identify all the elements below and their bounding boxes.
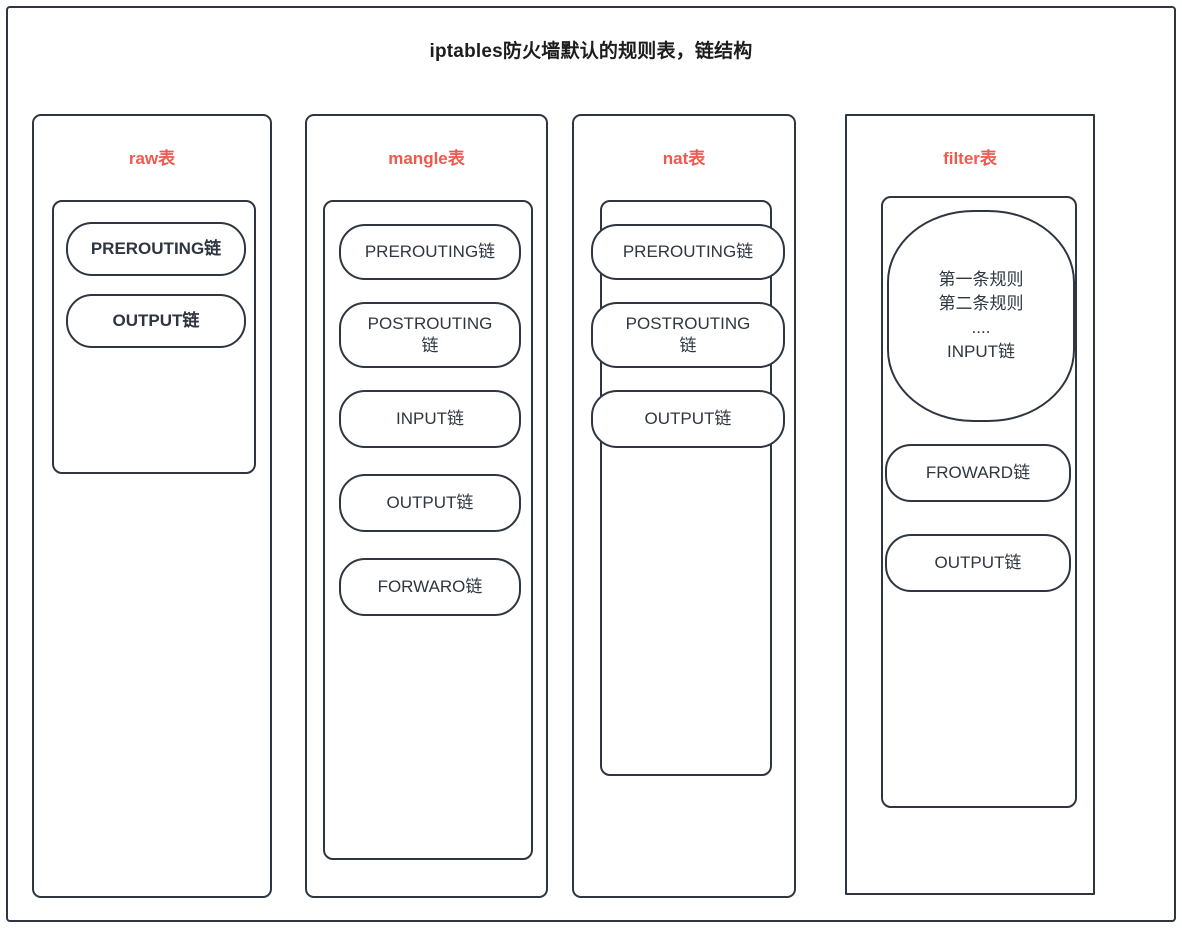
page-title: iptables防火墙默认的规则表，链结构 <box>429 41 753 62</box>
table-label-filter: filter表 <box>943 149 997 168</box>
table-column-mangle: mangle表 PREROUTING链 POSTROUTING 链 INPUT链… <box>305 114 548 898</box>
chain-nat-output[interactable]: OUTPUT链 <box>591 390 785 448</box>
chain-nat-postrouting[interactable]: POSTROUTING 链 <box>591 302 785 368</box>
table-label-mangle: mangle表 <box>388 149 465 168</box>
chain-mangle-input[interactable]: INPUT链 <box>339 390 521 448</box>
table-column-filter: filter表 第一条规则 第二条规则 .... INPUT链 FROWARD链… <box>845 114 1095 895</box>
chain-container-filter: 第一条规则 第二条规则 .... INPUT链 FROWARD链 OUTPUT链 <box>881 196 1077 808</box>
chain-nat-prerouting[interactable]: PREROUTING链 <box>591 224 785 280</box>
chain-filter-input[interactable]: 第一条规则 第二条规则 .... INPUT链 <box>887 210 1075 422</box>
chain-mangle-prerouting[interactable]: PREROUTING链 <box>339 224 521 280</box>
table-column-nat: nat表 PREROUTING链 POSTROUTING 链 OUTPUT链 <box>572 114 796 898</box>
chain-filter-froward[interactable]: FROWARD链 <box>885 444 1071 502</box>
chain-mangle-postrouting[interactable]: POSTROUTING 链 <box>339 302 521 368</box>
chain-container-mangle: PREROUTING链 POSTROUTING 链 INPUT链 OUTPUT链… <box>323 200 533 860</box>
chain-container-nat: PREROUTING链 POSTROUTING 链 OUTPUT链 <box>591 200 785 776</box>
chain-raw-prerouting[interactable]: PREROUTING链 <box>66 222 246 276</box>
chain-mangle-output[interactable]: OUTPUT链 <box>339 474 521 532</box>
chain-container-raw: PREROUTING链 OUTPUT链 <box>52 200 256 474</box>
table-label-raw: raw表 <box>128 149 176 168</box>
chain-filter-output[interactable]: OUTPUT链 <box>885 534 1071 592</box>
table-column-raw: raw表 PREROUTING链 OUTPUT链 <box>32 114 272 898</box>
chain-mangle-forwaro[interactable]: FORWARO链 <box>339 558 521 616</box>
chain-raw-output[interactable]: OUTPUT链 <box>66 294 246 348</box>
table-label-nat: nat表 <box>662 149 706 168</box>
